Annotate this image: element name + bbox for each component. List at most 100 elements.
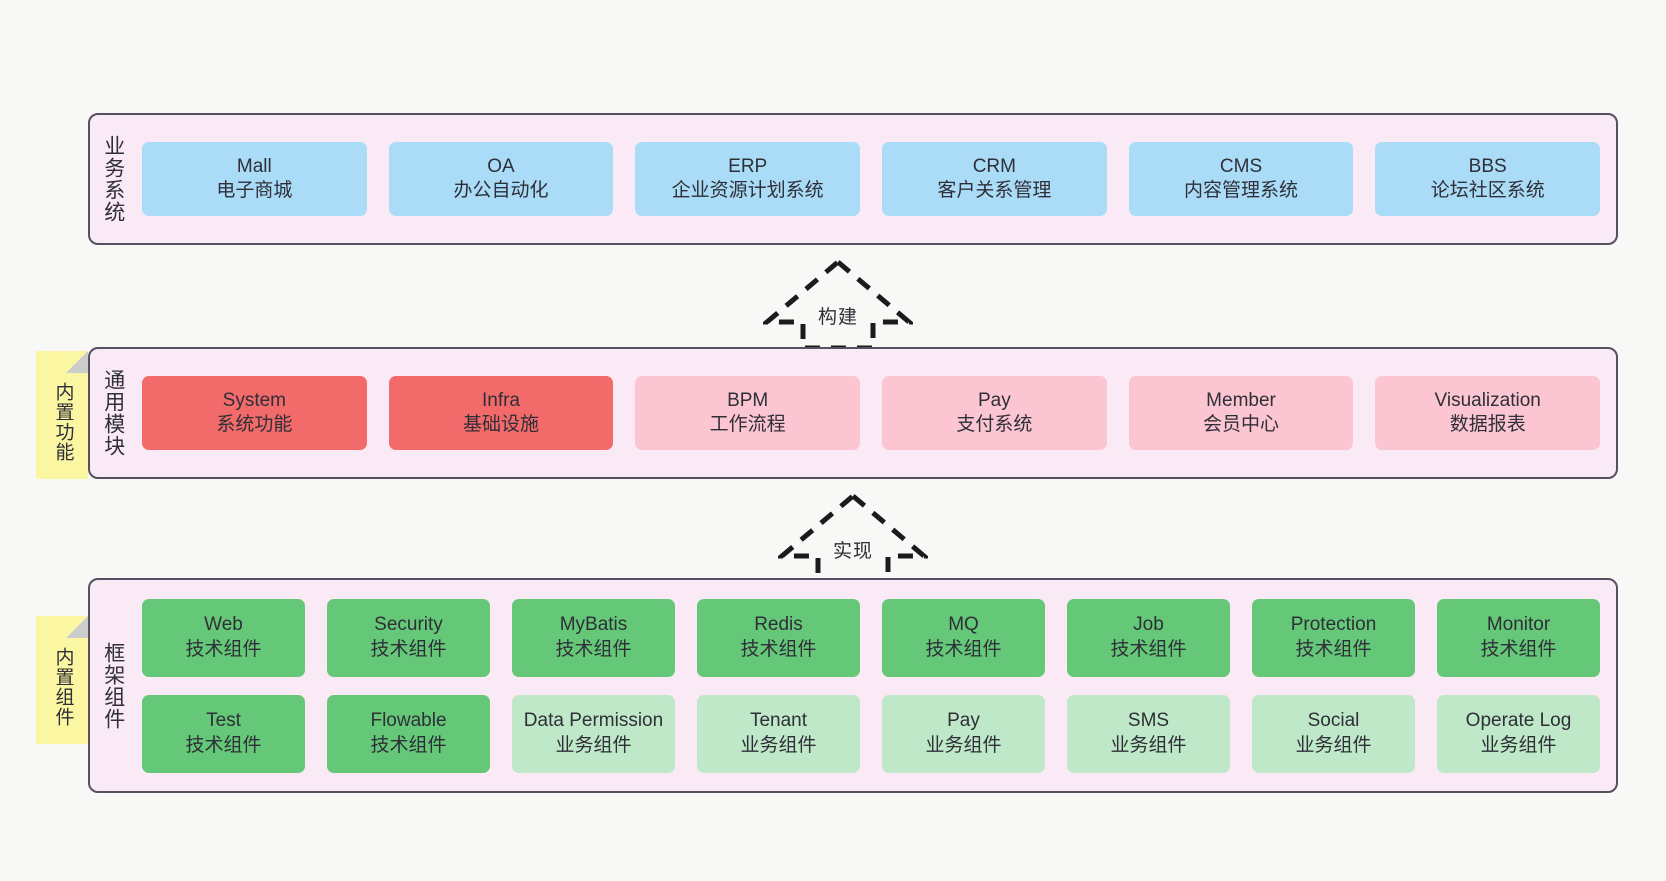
card-pay-business[interactable]: Pay 业务组件 — [882, 694, 1045, 773]
card-row: Web 技术组件 Security 技术组件 MyBatis 技术组件 Redi… — [142, 598, 1600, 677]
card-member[interactable]: Member 会员中心 — [1128, 376, 1354, 450]
card-title: Pay — [977, 389, 1011, 411]
card-sms[interactable]: SMS 业务组件 — [1067, 694, 1230, 773]
card-infra[interactable]: Infra 基础设施 — [388, 376, 614, 450]
card-title: Social — [1307, 710, 1360, 732]
card-title: SMS — [1127, 710, 1170, 732]
card-subtitle: 技术组件 — [1110, 638, 1187, 660]
card-title: Operate Log — [1465, 710, 1572, 732]
note-label: 内置组件 — [52, 647, 74, 727]
card-subtitle: 技术组件 — [1295, 638, 1372, 660]
layer-common-modules: 通用模块 System 系统功能 Infra 基础设施 BPM 工作流程 Pay… — [88, 347, 1618, 479]
card-oa[interactable]: OA 办公自动化 — [388, 142, 614, 216]
card-subtitle: 业务组件 — [1480, 734, 1557, 756]
card-title: OA — [487, 155, 515, 177]
card-title: Mall — [236, 155, 272, 177]
card-mall[interactable]: Mall 电子商城 — [142, 142, 367, 216]
card-title: Tenant — [749, 710, 808, 732]
card-subtitle: 论坛社区系统 — [1430, 180, 1545, 201]
card-cms[interactable]: CMS 内容管理系统 — [1128, 142, 1354, 216]
connector-implement: 实现 — [778, 492, 928, 584]
card-title: MyBatis — [559, 614, 628, 636]
card-subtitle: 技术组件 — [555, 638, 632, 660]
card-subtitle: 会员中心 — [1203, 414, 1280, 435]
card-subtitle: 技术组件 — [1480, 638, 1557, 660]
card-title: Web — [204, 614, 243, 636]
card-social[interactable]: Social 业务组件 — [1252, 694, 1415, 773]
card-row: System 系统功能 Infra 基础设施 BPM 工作流程 Pay 支付系统… — [142, 376, 1601, 450]
card-subtitle: 业务组件 — [1295, 734, 1372, 756]
card-system[interactable]: System 系统功能 — [142, 376, 367, 450]
note-builtin-functions: 内置功能 — [36, 351, 88, 479]
card-flowable[interactable]: Flowable 技术组件 — [327, 694, 490, 773]
card-protection[interactable]: Protection 技术组件 — [1252, 598, 1415, 677]
card-subtitle: 技术组件 — [370, 734, 447, 756]
card-subtitle: 技术组件 — [925, 638, 1002, 660]
card-subtitle: 业务组件 — [1110, 734, 1187, 756]
card-subtitle: 技术组件 — [740, 638, 817, 660]
note-label: 内置功能 — [52, 382, 74, 462]
card-title: BBS — [1468, 155, 1507, 177]
card-mybatis[interactable]: MyBatis 技术组件 — [512, 598, 675, 677]
card-title: Flowable — [370, 710, 447, 732]
card-title: Job — [1133, 614, 1164, 636]
card-pay[interactable]: Pay 支付系统 — [882, 376, 1107, 450]
card-erp[interactable]: ERP 企业资源计划系统 — [635, 142, 861, 216]
card-row: Mall 电子商城 OA 办公自动化 ERP 企业资源计划系统 CRM 客户关系… — [142, 142, 1601, 216]
layer-body-framework-components: Web 技术组件 Security 技术组件 MyBatis 技术组件 Redi… — [136, 580, 1616, 791]
card-subtitle: 支付系统 — [956, 414, 1033, 435]
card-subtitle: 电子商城 — [216, 180, 293, 201]
card-title: Protection — [1290, 614, 1377, 636]
card-test[interactable]: Test 技术组件 — [142, 694, 305, 773]
card-subtitle: 办公自动化 — [453, 180, 549, 201]
card-data-permission[interactable]: Data Permission 业务组件 — [512, 694, 675, 773]
card-title: ERP — [728, 155, 768, 177]
card-redis[interactable]: Redis 技术组件 — [697, 598, 860, 677]
card-web[interactable]: Web 技术组件 — [142, 598, 305, 677]
layer-business-systems: 业务系统 Mall 电子商城 OA 办公自动化 ERP 企业资源计划系统 CRM… — [88, 113, 1618, 245]
card-subtitle: 技术组件 — [370, 638, 447, 660]
connector-build-label: 构建 — [817, 307, 858, 328]
card-operate-log[interactable]: Operate Log 业务组件 — [1437, 694, 1600, 773]
card-title: Monitor — [1486, 614, 1551, 636]
card-crm[interactable]: CRM 客户关系管理 — [882, 142, 1107, 216]
layer-title-common-modules: 通用模块 — [101, 369, 125, 457]
card-subtitle: 业务组件 — [925, 734, 1002, 756]
card-monitor[interactable]: Monitor 技术组件 — [1437, 598, 1600, 677]
card-title: BPM — [727, 389, 769, 411]
card-bbs[interactable]: BBS 论坛社区系统 — [1375, 142, 1601, 216]
card-job[interactable]: Job 技术组件 — [1067, 598, 1230, 677]
layer-title-business-systems: 业务系统 — [101, 135, 125, 223]
connector-implement-label: 实现 — [832, 541, 873, 562]
card-title: CMS — [1219, 155, 1263, 177]
card-title: MQ — [948, 614, 979, 636]
card-subtitle: 技术组件 — [185, 638, 262, 660]
card-subtitle: 内容管理系统 — [1184, 180, 1299, 201]
card-title: Visualization — [1434, 389, 1541, 411]
note-builtin-components: 内置组件 — [36, 616, 88, 744]
card-visualization[interactable]: Visualization 数据报表 — [1375, 376, 1601, 450]
card-subtitle: 企业资源计划系统 — [671, 180, 824, 201]
card-tenant[interactable]: Tenant 业务组件 — [697, 694, 860, 773]
card-row: Test 技术组件 Flowable 技术组件 Data Permission … — [142, 694, 1600, 773]
card-subtitle: 客户关系管理 — [937, 180, 1052, 201]
layer-body-common-modules: System 系统功能 Infra 基础设施 BPM 工作流程 Pay 支付系统… — [136, 349, 1616, 477]
layer-title-framework-components: 框架组件 — [101, 641, 125, 730]
card-subtitle: 工作流程 — [709, 414, 786, 435]
card-title: CRM — [972, 155, 1016, 177]
card-subtitle: 业务组件 — [555, 734, 632, 756]
layer-framework-components: 框架组件 Web 技术组件 Security 技术组件 MyBatis 技术组件… — [88, 578, 1618, 793]
card-security[interactable]: Security 技术组件 — [327, 598, 490, 677]
card-subtitle: 业务组件 — [740, 734, 817, 756]
card-bpm[interactable]: BPM 工作流程 — [635, 376, 861, 450]
card-title: Security — [374, 614, 443, 636]
card-title: Redis — [754, 614, 803, 636]
card-title: Test — [206, 710, 241, 732]
card-subtitle: 基础设施 — [463, 414, 540, 435]
card-subtitle: 技术组件 — [185, 734, 262, 756]
card-title: System — [222, 389, 287, 411]
card-mq[interactable]: MQ 技术组件 — [882, 598, 1045, 677]
card-title: Data Permission — [523, 710, 664, 732]
card-title: Infra — [481, 389, 521, 411]
